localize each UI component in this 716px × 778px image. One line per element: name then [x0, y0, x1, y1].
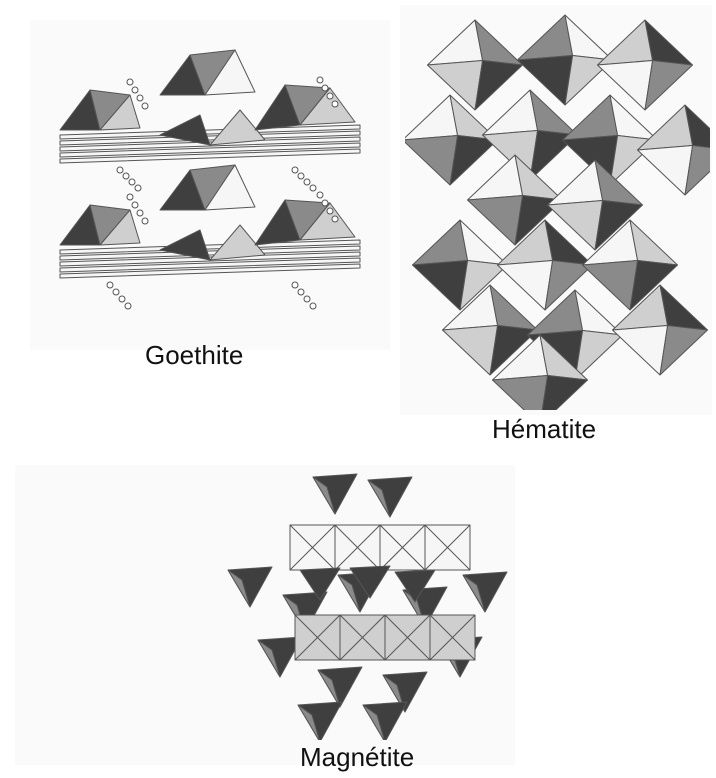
hematite-octahedron-facet: [483, 90, 538, 135]
goethite-hydrogen-atom: [137, 210, 143, 216]
hematite-octahedron-facet: [660, 285, 708, 330]
hematite-octahedron-facet: [443, 326, 498, 376]
goethite-hydrogen-atom: [132, 202, 138, 208]
hematite-octahedron-facet: [493, 376, 548, 411]
hematite-octahedron-facet: [413, 261, 468, 311]
hematite-octahedron-facet: [475, 20, 523, 65]
hematite-octahedron-facet: [518, 15, 573, 60]
goethite-structure-diagram: [40, 30, 380, 330]
hematite-octahedron-facet: [613, 326, 668, 376]
goethite-hydrogen-atom: [127, 194, 133, 200]
hematite-octahedron-facet: [630, 220, 678, 265]
hematite-octahedron-facet: [428, 20, 483, 65]
goethite-svg: [40, 30, 380, 330]
goethite-hydrogen-atom: [137, 95, 143, 101]
goethite-hydrogen-atom: [310, 185, 316, 191]
goethite-hydrogen-atom: [304, 296, 310, 302]
goethite-hydrogen-atom: [123, 173, 129, 179]
magnetite-tetrahedron: [228, 567, 272, 607]
magnetite-caption: Magnétite: [300, 742, 414, 773]
hematite-octahedron-facet: [413, 220, 468, 265]
hematite-octahedron-facet: [645, 61, 693, 111]
hematite-octahedron-facet: [405, 95, 458, 140]
goethite-hydrogen-atom: [117, 167, 123, 173]
hematite-octahedron-facet: [638, 105, 693, 150]
magnetite-tetrahedron: [313, 474, 357, 514]
goethite-hydrogen-atom: [292, 167, 298, 173]
goethite-hydrogen-atom: [113, 289, 119, 295]
goethite-hydrogen-atom: [142, 103, 148, 109]
hematite-octahedron-facet: [475, 61, 523, 111]
magnetite-tetrahedron: [298, 702, 342, 740]
hematite-octahedron-facet: [598, 20, 653, 65]
hematite-octahedron-facet: [563, 95, 618, 140]
hematite-svg: [405, 10, 710, 410]
goethite-hydrogen-atom: [317, 192, 323, 198]
hematite-octahedron-facet: [565, 15, 613, 60]
hematite-octahedron-facet: [468, 155, 523, 200]
goethite-caption: Goethite: [145, 340, 243, 371]
hematite-octahedron-facet: [638, 146, 693, 196]
hematite-octahedron-facet: [645, 20, 693, 65]
hematite-octahedron-facet: [583, 261, 638, 311]
magnetite-tetrahedron: [463, 572, 507, 612]
magnetite-tetrahedron: [363, 702, 407, 740]
goethite-hydrogen-atom: [107, 282, 113, 288]
goethite-hydrogen-atom: [292, 282, 298, 288]
goethite-hydrogen-atom: [327, 208, 333, 214]
hematite-octahedron-facet: [540, 376, 588, 411]
goethite-hydrogen-atom: [327, 93, 333, 99]
hematite-caption: Hématite: [492, 414, 596, 445]
goethite-hydrogen-atom: [322, 200, 328, 206]
goethite-hydrogen-atom: [298, 173, 304, 179]
goethite-hydrogen-atom: [119, 296, 125, 302]
goethite-hydrogen-atom: [142, 218, 148, 224]
hematite-structure-diagram: [405, 10, 710, 410]
hematite-octahedron-facet: [660, 326, 708, 376]
goethite-hydrogen-atom: [332, 101, 338, 107]
goethite-hydrogen-atom: [298, 289, 304, 295]
goethite-hydrogen-atom: [127, 79, 133, 85]
magnetite-tetrahedron: [318, 667, 362, 707]
goethite-hydrogen-atom: [304, 179, 310, 185]
hematite-octahedron-facet: [548, 160, 603, 205]
hematite-octahedron-facet: [405, 136, 458, 186]
goethite-hydrogen-atom: [135, 185, 141, 191]
magnetite-svg: [210, 470, 510, 740]
goethite-hydrogen-atom: [310, 303, 316, 309]
goethite-hydrogen-atom: [132, 87, 138, 93]
magnetite-tetrahedron: [368, 477, 412, 517]
magnetite-structure-diagram: [210, 470, 510, 740]
goethite-hydrogen-atom: [332, 216, 338, 222]
hematite-octahedron-facet: [575, 331, 623, 381]
goethite-hydrogen-atom: [125, 303, 131, 309]
goethite-hydrogen-atom: [317, 77, 323, 83]
goethite-hydrogen-atom: [322, 85, 328, 91]
goethite-hydrogen-atom: [129, 179, 135, 185]
